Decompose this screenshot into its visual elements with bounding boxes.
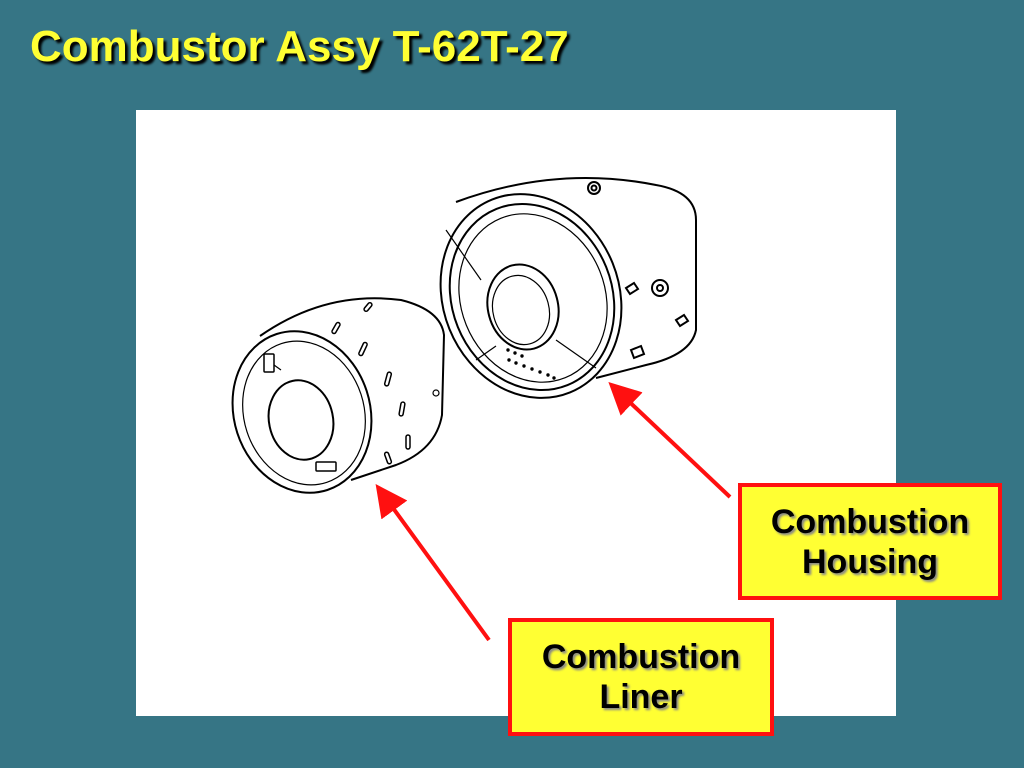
combustion-housing-drawing xyxy=(439,177,697,399)
callout-housing-line1: Combustion xyxy=(770,502,970,541)
slide-title: Combustor Assy T-62T-27 xyxy=(30,22,569,71)
callout-housing-line2: Housing xyxy=(802,542,938,581)
combustion-housing-callout: Combustion Housing xyxy=(738,483,1002,600)
combustion-liner-callout: Combustion Liner xyxy=(508,618,774,736)
callout-liner-line2: Liner xyxy=(599,678,683,716)
callout-liner-line1: Combustion xyxy=(541,638,741,676)
combustor-diagram xyxy=(136,110,896,716)
combustion-liner-drawing xyxy=(231,297,446,494)
